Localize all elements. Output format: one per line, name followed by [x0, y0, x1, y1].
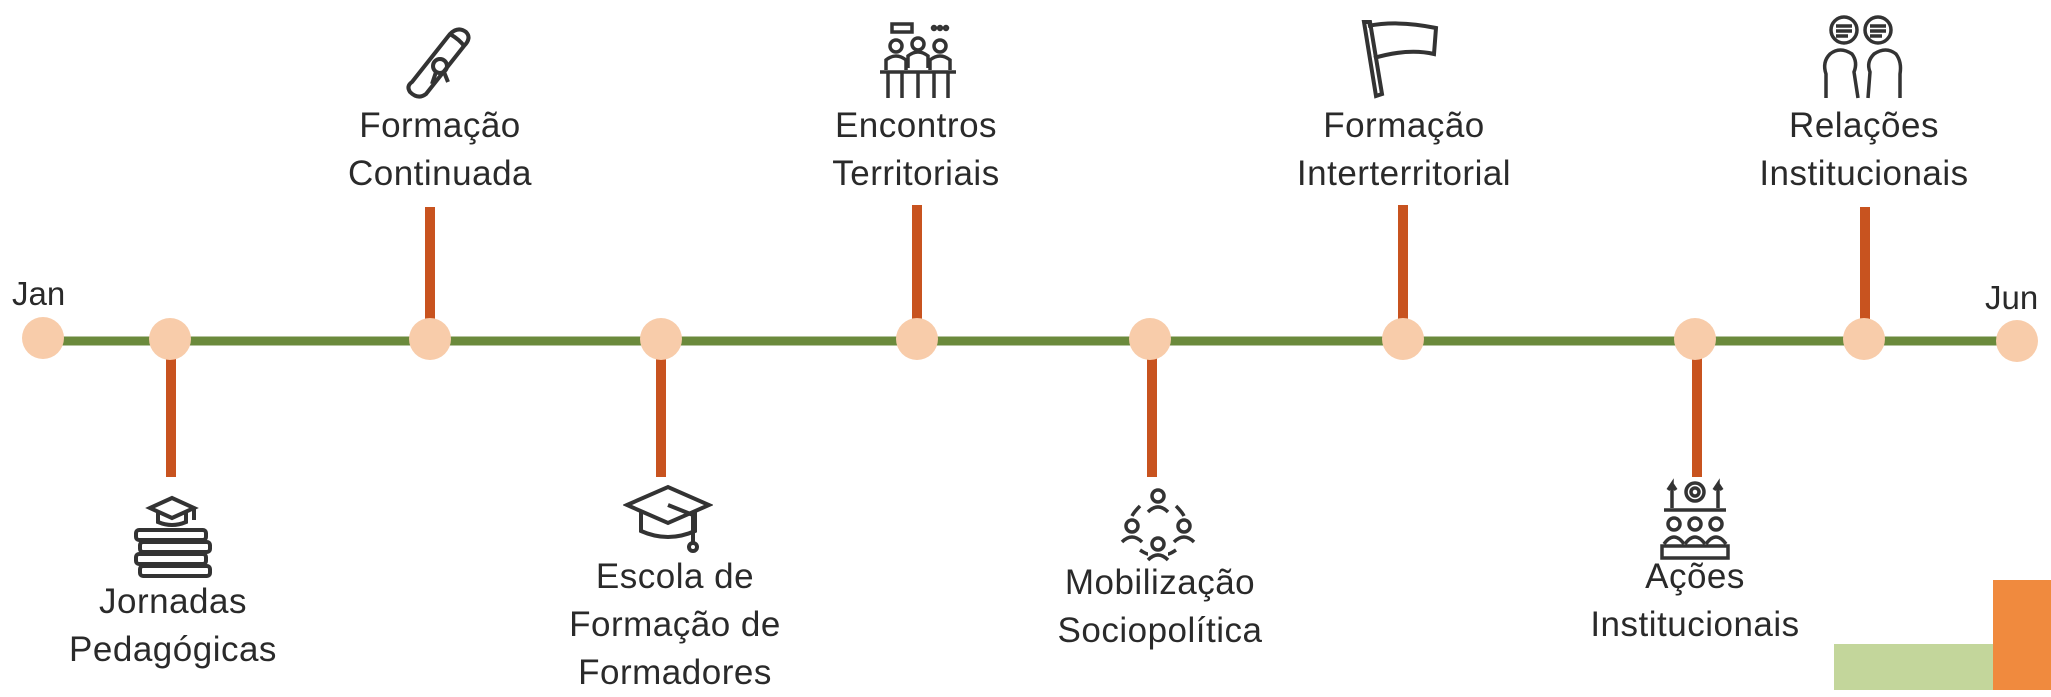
event-node [1674, 318, 1716, 360]
event-label-relacoes-institucionais: Relações Institucionais [1759, 106, 1969, 193]
timeline-end-node [1996, 320, 2038, 362]
people-network-icon [1118, 482, 1198, 562]
event-label-encontros-territoriais: Encontros Territoriais [832, 106, 1000, 193]
event-label-jornadas-pedagogicas: Jornadas Pedagógicas [69, 582, 277, 669]
event-node [149, 318, 191, 360]
meeting-table-icon [876, 20, 960, 102]
event-label-escola-formacao-formadores: Escola de Formação de Formadores [569, 557, 781, 692]
timeline-end-label: Jun [1985, 279, 2039, 316]
event-stem [1147, 355, 1157, 477]
event-label-acoes-institucionais: Ações Institucionais [1590, 557, 1800, 644]
graduation-cap-icon [623, 481, 713, 557]
timeline-start-node [22, 317, 64, 359]
books-graduation-cap-icon [126, 490, 218, 582]
people-conversation-icon [1816, 12, 1908, 100]
event-node [1843, 318, 1885, 360]
event-stem [1398, 205, 1408, 328]
flag-icon [1358, 18, 1442, 100]
event-label-formacao-continuada: Formação Continuada [347, 106, 533, 193]
decorative-green-block [1834, 644, 1999, 690]
event-node [409, 318, 451, 360]
event-stem [425, 207, 435, 328]
diploma-scroll-icon [394, 20, 476, 102]
event-label-mobilizacao-sociopolitica: Mobilização Sociopolítica [1057, 563, 1263, 650]
event-node [1129, 318, 1171, 360]
team-target-icon [1658, 478, 1732, 560]
event-node [1382, 318, 1424, 360]
event-stem [1692, 355, 1702, 477]
event-label-formacao-interterritorial: Formação Interterritorial [1296, 106, 1512, 193]
event-stem [1860, 207, 1870, 328]
event-node [640, 318, 682, 360]
decorative-orange-block [1993, 580, 2051, 690]
event-stem [656, 355, 666, 477]
event-stem [166, 355, 176, 477]
event-node [896, 318, 938, 360]
timeline-start-label: Jan [12, 275, 66, 312]
event-stem [912, 205, 922, 328]
